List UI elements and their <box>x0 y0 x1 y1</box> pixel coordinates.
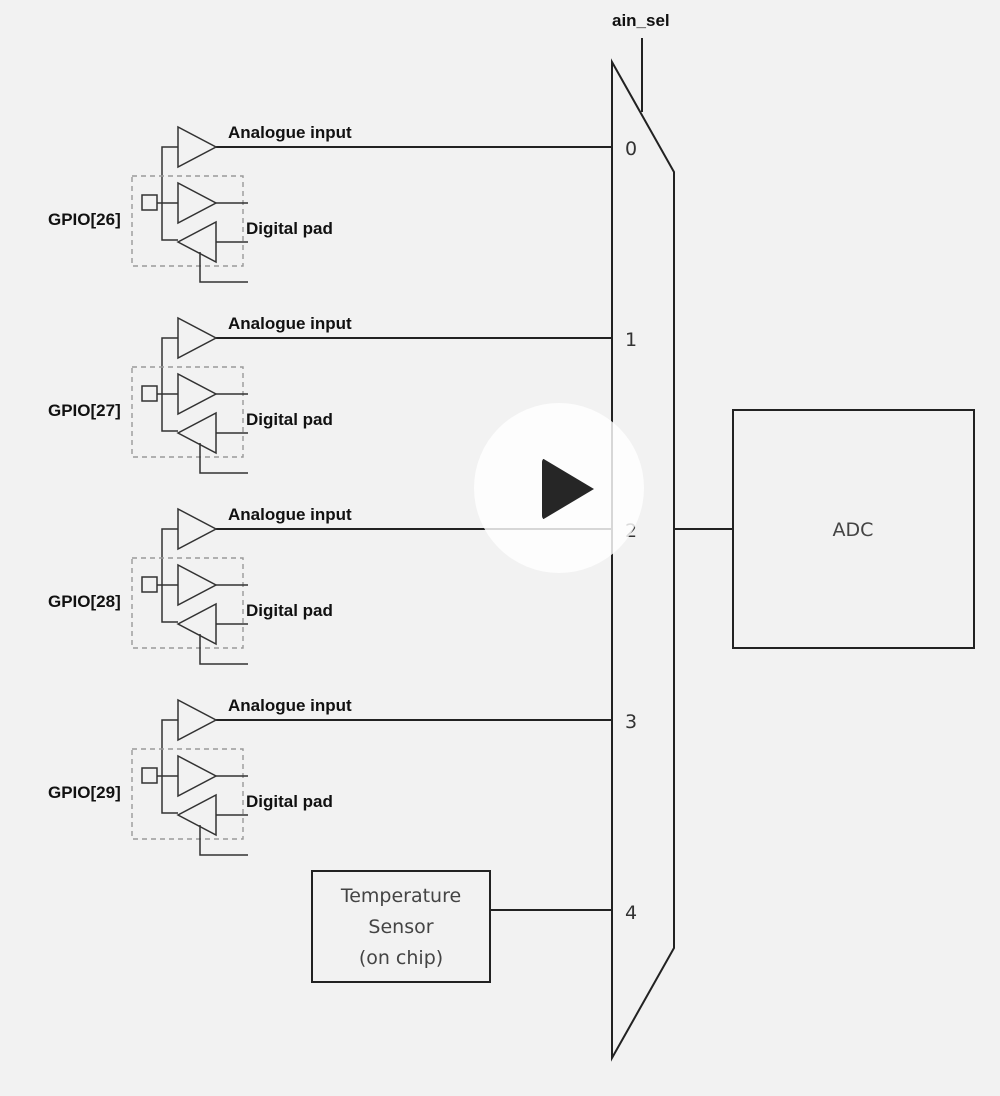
gpio-pad-outline <box>131 175 244 267</box>
output-enable-wire <box>199 252 248 283</box>
bus-wire <box>161 146 178 241</box>
gpio-pad-outline <box>131 748 244 840</box>
gpio-pin-label: GPIO[28] <box>48 592 121 611</box>
bus-wire <box>161 719 178 814</box>
adc-block <box>732 409 975 649</box>
input-buffer <box>177 563 218 607</box>
digital-pad-label: Digital pad <box>246 219 333 238</box>
gpio-block-29: Analogue input Digital pad GPIO[29] <box>48 696 612 856</box>
bus-wire <box>161 528 178 623</box>
output-enable-wire <box>199 825 248 856</box>
digital-pad-label: Digital pad <box>246 792 333 811</box>
bus-wire <box>161 337 178 432</box>
play-icon <box>542 458 594 520</box>
gpio-pad-square <box>141 576 158 593</box>
output-enable-wire <box>199 443 248 474</box>
ain-sel-label: ain_sel <box>612 11 670 30</box>
output-buffer <box>176 411 217 455</box>
play-button[interactable] <box>474 403 644 573</box>
output-buffer <box>176 220 217 264</box>
gpio-pin-label: GPIO[26] <box>48 210 121 229</box>
gpio-pad-square <box>141 767 158 784</box>
analogue-buffer <box>177 698 218 742</box>
multiplexer <box>611 58 675 1062</box>
analogue-input-label: Analogue input <box>228 696 352 715</box>
analogue-input-label: Analogue input <box>228 123 352 142</box>
gpio-block-26: Analogue input Digital pad GPIO[26] <box>48 123 612 283</box>
temperature-sensor-line-2: Sensor <box>368 916 433 938</box>
adc-label: ADC <box>833 519 874 541</box>
output-buffer <box>176 793 217 837</box>
mux-input-1-label: 1 <box>625 329 637 351</box>
analogue-input-label: Analogue input <box>228 314 352 333</box>
gpio-block-27: Analogue input Digital pad GPIO[27] <box>48 314 612 474</box>
mux-input-3-label: 3 <box>625 711 637 733</box>
gpio-pad-outline <box>131 557 244 649</box>
input-buffer <box>177 754 218 798</box>
analogue-buffer <box>177 507 218 551</box>
output-buffer <box>176 602 217 646</box>
input-buffer <box>177 372 218 416</box>
analogue-input-label: Analogue input <box>228 505 352 524</box>
gpio-block-28: Analogue input Digital pad GPIO[28] <box>48 505 612 665</box>
digital-pad-label: Digital pad <box>246 601 333 620</box>
gpio-pad-square <box>141 385 158 402</box>
temperature-sensor-line-3: (on chip) <box>359 947 443 969</box>
gpio-pad-outline <box>131 366 244 458</box>
input-buffer <box>177 181 218 225</box>
temperature-sensor-line-1: Temperature <box>340 885 461 907</box>
mux-input-4-label: 4 <box>625 902 637 924</box>
gpio-pin-label: GPIO[27] <box>48 401 121 420</box>
digital-pad-label: Digital pad <box>246 410 333 429</box>
analogue-buffer <box>177 316 218 360</box>
output-enable-wire <box>199 634 248 665</box>
analogue-buffer <box>177 125 218 169</box>
temperature-sensor-block <box>311 870 491 983</box>
mux-input-0-label: 0 <box>625 138 637 160</box>
gpio-pad-square <box>141 194 158 211</box>
gpio-pin-label: GPIO[29] <box>48 783 121 802</box>
